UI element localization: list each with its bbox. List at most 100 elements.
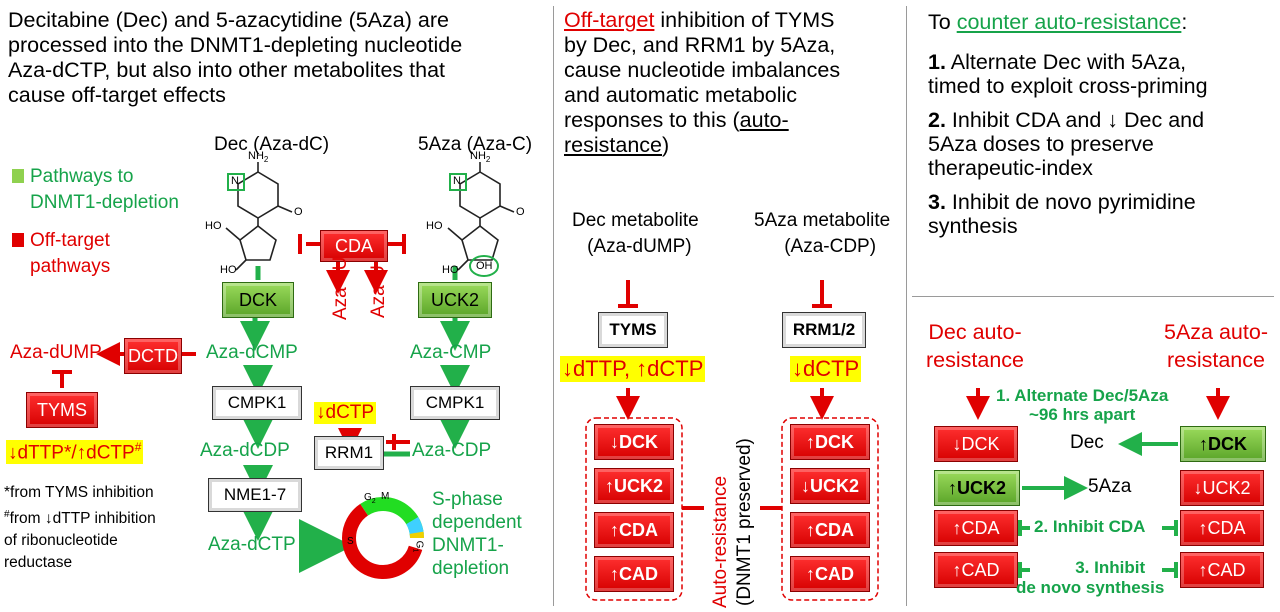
- legend-green-2: DNMT1-depletion: [30, 192, 179, 213]
- sphase-label: S-phase dependent DNMT1- depletion: [432, 489, 522, 579]
- legend-green: Pathways to: [12, 166, 134, 188]
- nh2-label-dec: NH2: [248, 150, 269, 165]
- p3-left-uck2: ↑UCK2: [934, 470, 1020, 506]
- footnote: #from ↓dTTP inhibition: [4, 509, 156, 528]
- p2-left-cad: ↑CAD: [594, 556, 674, 592]
- alternate-label: 1. Alternate Dec/5Aza ~96 hrs apart: [996, 386, 1169, 424]
- panel1-intro: Decitabine (Dec) and 5-azacytidine (5Aza…: [8, 8, 462, 108]
- aza-du-label: Aza-dU: [330, 256, 351, 320]
- p2-right-uck2: ↓UCK2: [790, 468, 870, 504]
- list-item: 5Aza doses to preserve: [928, 132, 1154, 156]
- p3-right-dck: ↑DCK: [1180, 426, 1266, 462]
- aza-label: 5Aza: [1088, 476, 1132, 497]
- aza-cmp-label: Aza-CMP: [410, 342, 492, 363]
- intro-line: responses to this (auto-: [564, 108, 789, 132]
- aza-metabolite-label: 5Aza metabolite (Aza-CDP): [754, 210, 891, 257]
- legend-red-2: pathways: [30, 256, 111, 277]
- nme-box: NME1-7: [208, 478, 302, 512]
- intro-line: cause nucleotide imbalances: [564, 58, 841, 82]
- o-label: O: [294, 206, 303, 218]
- aza-title: 5Aza (Aza-C): [418, 134, 533, 155]
- tyms-box: TYMS: [26, 392, 98, 428]
- list-item: 2. Inhibit CDA and ↓ Dec and: [928, 108, 1205, 132]
- intro-line: Aza-dCTP, but also into other metabolite…: [8, 58, 446, 82]
- p3-left-dck: ↓DCK: [934, 426, 1018, 462]
- dec-title: Dec (Aza-dC): [214, 134, 330, 155]
- intro-line: Off-target inhibition of TYMS: [564, 8, 835, 32]
- dctd-box: DCTD: [124, 338, 182, 374]
- divider-right: [906, 6, 907, 606]
- cycle-s-label: S: [347, 536, 354, 547]
- p3-right-cad: ↑CAD: [1180, 552, 1264, 588]
- oh-label: OH: [476, 260, 493, 272]
- list-item: 3. Inhibit de novo pyrimidine: [928, 190, 1196, 214]
- divider-horizontal: [912, 296, 1274, 297]
- list-item: therapeutic-index: [928, 156, 1093, 180]
- n-label: N: [231, 175, 239, 187]
- list-item: timed to exploit cross-priming: [928, 74, 1208, 98]
- aza-u-label: Aza-U: [368, 265, 389, 318]
- list-item: 1. Alternate Dec with 5Aza,: [928, 50, 1187, 74]
- intro-line: processed into the DNMT1-depleting nucle…: [8, 33, 463, 57]
- p2-left-dck: ↓DCK: [594, 424, 674, 460]
- cycle-m-label: M: [381, 491, 390, 502]
- ho-label: HO: [426, 220, 443, 232]
- uck2-box: UCK2: [418, 282, 492, 318]
- legend-red: Off-target: [12, 230, 110, 252]
- intro-line: cause off-target effects: [8, 83, 226, 107]
- dttp-dctp-p2: ↓dTTP, ↑dCTP: [560, 356, 706, 382]
- p3-right-cda: ↑CDA: [1180, 510, 1264, 546]
- footnote: reductase: [4, 554, 73, 572]
- p2-left-cda: ↑CDA: [594, 512, 674, 548]
- cda-box: CDA: [320, 230, 388, 262]
- aza-dcdp-label: Aza-dCDP: [200, 440, 290, 461]
- p2-right-cad: ↑CAD: [790, 556, 870, 592]
- intro-line: resistance): [564, 133, 670, 157]
- nh2-label-aza: NH2: [470, 150, 491, 165]
- ho-label: HO: [205, 220, 222, 232]
- footnotes: *from TYMS inhibition #from ↓dTTP inhibi…: [4, 482, 156, 574]
- aza-cdp-label: Aza-CDP: [412, 440, 492, 461]
- ho-label: HO: [442, 264, 459, 276]
- panel3-heading: To counter auto-resistance:: [928, 10, 1188, 34]
- p3-right-uck2: ↓UCK2: [1180, 470, 1264, 506]
- cmpk1-right-box: CMPK1: [410, 386, 500, 420]
- cmpk1-left-box: CMPK1: [212, 386, 302, 420]
- p2-right-dck: ↑DCK: [790, 424, 870, 460]
- rrm12-box: RRM1/2: [782, 312, 866, 348]
- footnote: *from TYMS inhibition: [4, 484, 154, 501]
- aza-dctp-label: Aza-dCTP: [208, 534, 296, 555]
- ho-label: HO: [220, 264, 237, 276]
- o-label: O: [516, 206, 525, 218]
- intro-line: and automatic metabolic: [564, 83, 798, 107]
- red-square-icon: [12, 233, 24, 247]
- panel3-list: 1. Alternate Dec with 5Aza, timed to exp…: [928, 50, 1208, 238]
- auto-resistance-vertical: Auto-resistance: [710, 475, 731, 608]
- aza-auto-resistance: 5Aza auto- resistance: [1164, 320, 1268, 372]
- dec-metabolite-label: Dec metabolite (Aza-dUMP): [572, 210, 699, 257]
- dctp-p2: ↓dCTP: [790, 356, 862, 382]
- intro-line: Decitabine (Dec) and 5-azacytidine (5Aza…: [8, 8, 449, 32]
- tyms-box-p2: TYMS: [598, 312, 668, 348]
- dnmt1-preserved-vertical: (DNMT1 preserved): [734, 438, 755, 606]
- footnote: of ribonucleotide: [4, 532, 118, 550]
- p2-right-cda: ↑CDA: [790, 512, 870, 548]
- aza-dump-label: Aza-dUMP: [10, 342, 102, 363]
- cycle-g2-label: G2: [364, 492, 376, 505]
- dctp-down-label: ↓dCTP: [314, 402, 377, 424]
- green-square-icon: [12, 169, 24, 183]
- intro-line: by Dec, and RRM1 by 5Aza,: [564, 33, 836, 57]
- p3-left-cda: ↑CDA: [934, 510, 1018, 546]
- dec-label: Dec: [1070, 432, 1104, 453]
- list-item: synthesis: [928, 214, 1018, 238]
- dec-auto-resistance: Dec auto- resistance: [926, 320, 1024, 372]
- aza-dcmp-label: Aza-dCMP: [206, 342, 298, 363]
- rrm1-box: RRM1: [314, 436, 384, 470]
- dck-box: DCK: [222, 282, 294, 318]
- dttp-dctp-label: ↓dTTP*/↑dCTP#: [6, 440, 144, 465]
- cycle-g1-label: G1: [411, 540, 425, 553]
- p2-left-uck2: ↑UCK2: [594, 468, 674, 504]
- divider-left: [553, 6, 554, 606]
- panel2-intro: Off-target inhibition of TYMS by Dec, an…: [564, 8, 840, 158]
- inhibit-cda-label: 2. Inhibit CDA: [1034, 517, 1146, 536]
